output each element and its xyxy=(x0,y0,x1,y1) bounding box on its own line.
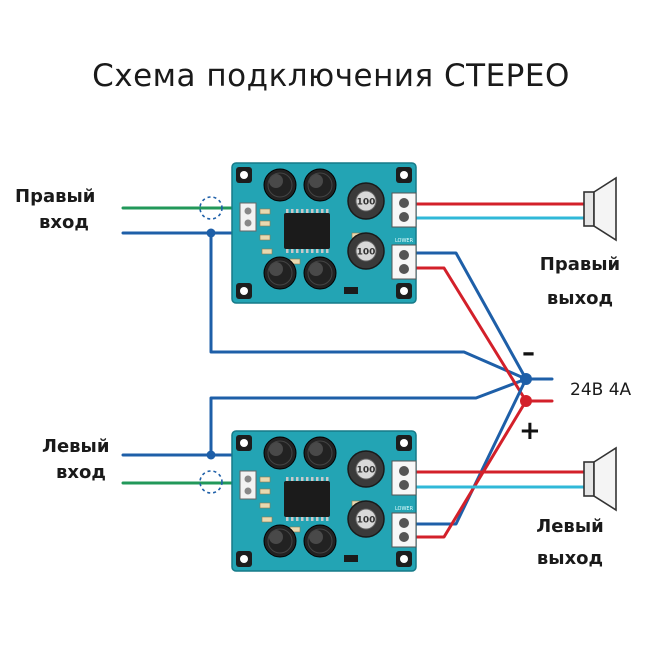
smd-component xyxy=(259,220,271,227)
left-input-label-line1: Левый xyxy=(42,436,110,457)
left-input-connector-marker xyxy=(199,470,223,494)
left-output-label: Левый выход xyxy=(518,511,622,575)
left-speaker-icon xyxy=(583,446,617,512)
left-input-ground-junction xyxy=(206,450,216,460)
smd-component xyxy=(259,502,271,509)
inductor-marking: 100 xyxy=(357,466,376,476)
right-board-minus-wire xyxy=(414,251,528,381)
inductor-marking: 100 xyxy=(357,248,376,258)
inductor-marking: 100 xyxy=(357,516,376,526)
amplifier-chip xyxy=(284,481,330,517)
left-input-label: Левый вход xyxy=(42,434,109,486)
left-board-minus-wire xyxy=(414,377,528,526)
right-board-plus-wire xyxy=(414,266,528,403)
left-output-label-line1: Левый xyxy=(536,516,604,537)
right-input-label: Правый вход xyxy=(15,184,95,236)
connector-label: LOWER xyxy=(395,506,414,512)
smd-component xyxy=(261,516,273,523)
right-input-label-line1: Правый xyxy=(15,186,96,207)
right-input-label-line2: вход xyxy=(39,212,89,233)
minus-sign: – xyxy=(522,338,535,368)
right-input-connector-marker xyxy=(199,196,223,220)
smd-component xyxy=(259,476,271,483)
diode xyxy=(344,555,358,562)
smd-component xyxy=(259,234,271,241)
right-output-label: Правый выход xyxy=(527,248,633,316)
right-output-label-line1: Правый xyxy=(539,254,621,275)
right-output-label-line2: выход xyxy=(546,288,614,309)
ground-bridge-upper xyxy=(209,231,528,381)
power-supply-label: 24В 4А xyxy=(570,380,632,400)
ground-bridge-lower xyxy=(209,377,528,457)
input-connector xyxy=(239,470,257,500)
psu-minus-junction xyxy=(520,373,532,385)
psu-plus-junction xyxy=(520,395,532,407)
wires xyxy=(121,202,586,539)
input-connector xyxy=(239,202,257,232)
plus-sign: + xyxy=(519,416,541,446)
right-input-ground-junction xyxy=(206,228,216,238)
right-speaker-icon xyxy=(583,176,617,242)
smd-component xyxy=(261,248,273,255)
left-board-plus-wire xyxy=(414,399,528,539)
amplifier-chip xyxy=(284,213,330,249)
left-output-label-line2: выход xyxy=(536,548,604,569)
page-title: Схема подключения СТЕРЕО xyxy=(92,58,570,94)
left-input-label-line2: вход xyxy=(56,462,106,483)
smd-component xyxy=(259,488,271,495)
smd-component xyxy=(259,208,271,215)
diode xyxy=(344,287,358,294)
connector-label: LOWER xyxy=(395,238,414,244)
inductor-marking: 100 xyxy=(357,198,376,208)
